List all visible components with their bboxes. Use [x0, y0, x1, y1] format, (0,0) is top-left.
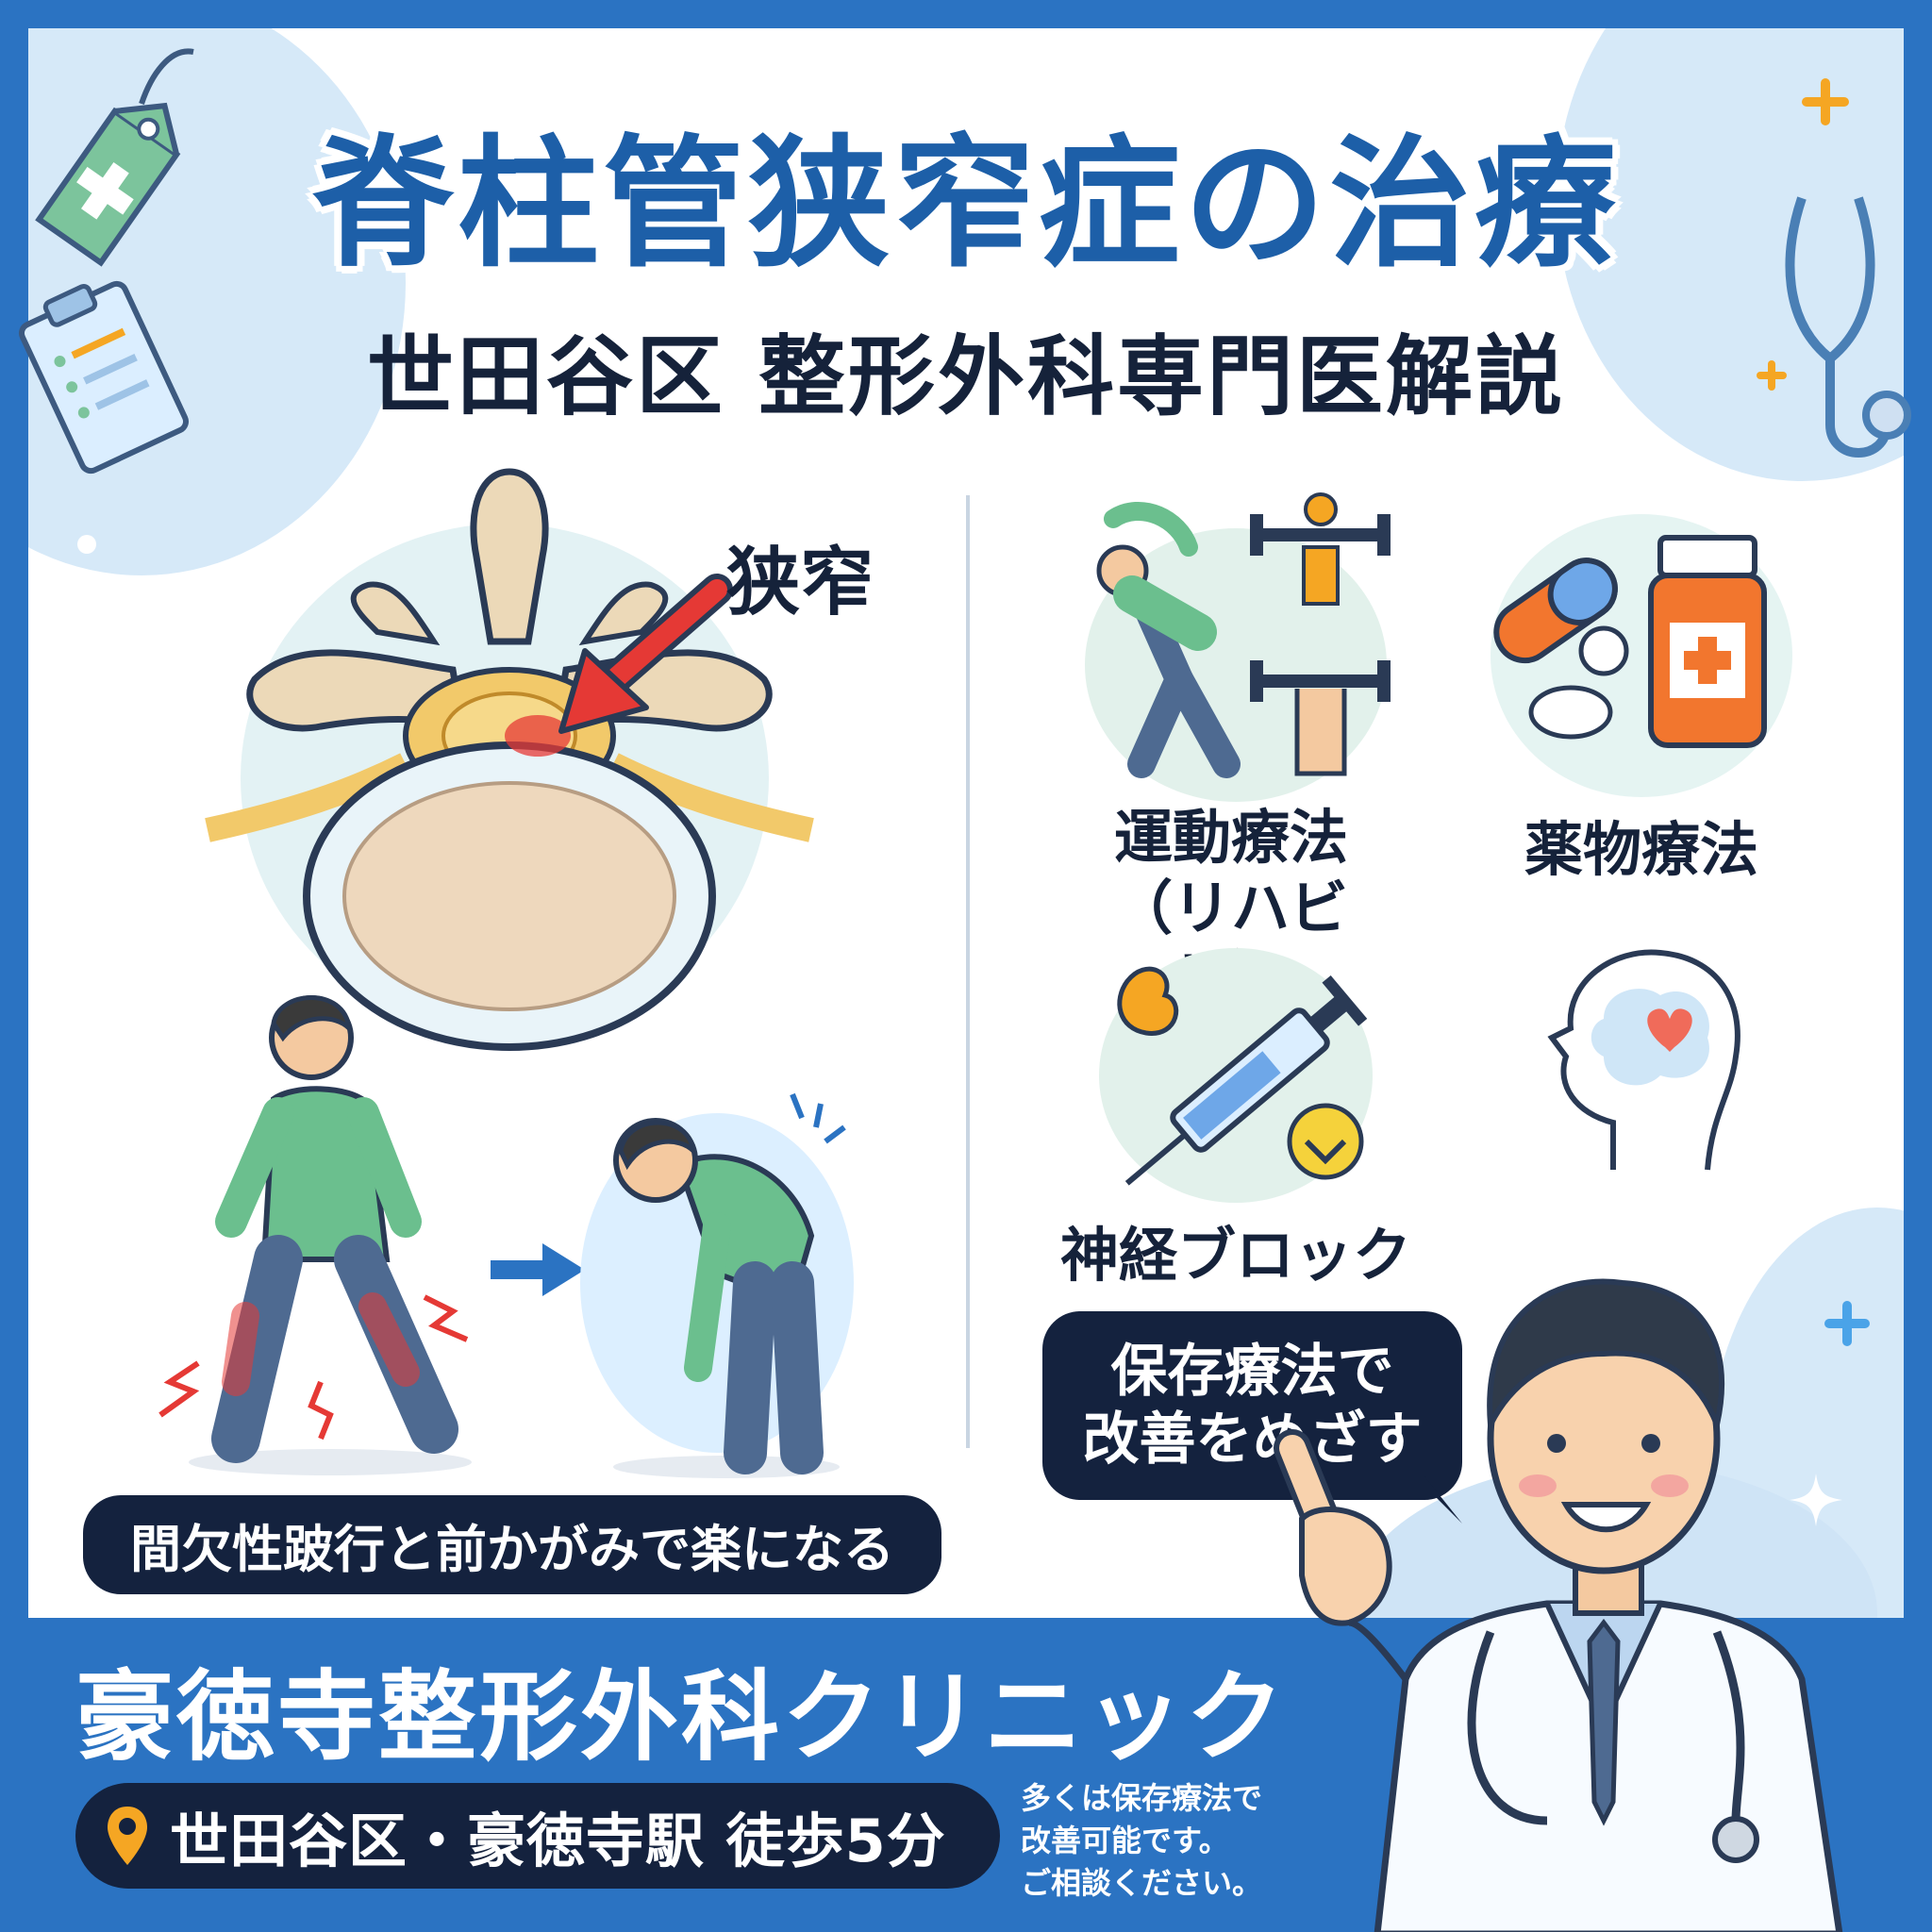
bending-person-illustration [613, 1092, 846, 1478]
brain-heart-icon [1547, 949, 1740, 1171]
exercise-icon [1096, 492, 1391, 778]
doctor-illustration [1274, 1278, 1843, 1932]
footer-note-line-2: 改善可能です。 [1021, 1823, 1229, 1858]
address-pill: 世田谷区・豪徳寺駅 徒歩5分 [75, 1783, 1000, 1889]
column-divider [966, 495, 970, 1448]
location-pin-icon [108, 1807, 147, 1865]
speech-line-1: 保存療法で [1110, 1339, 1394, 1405]
speech-bubble-tail [1406, 1467, 1462, 1524]
pill-bottle-icon [1493, 535, 1767, 748]
plus-icon-blue [1824, 1301, 1870, 1346]
dumbbell-icon [1250, 492, 1391, 776]
capsule-icon [1493, 558, 1618, 664]
speech-bubble: 保存療法で 改善をめざす [1042, 1311, 1462, 1500]
stenosis-arrow [558, 574, 733, 734]
sparkle-icon [1790, 1474, 1842, 1526]
page-subtitle: 世田谷区 整形外科専門医解説 [366, 326, 1566, 427]
footer-note-line-3: ご相談ください。 [1021, 1865, 1263, 1901]
nerve-block-label: 神経ブロック [1059, 1221, 1411, 1290]
footer-note: 多くは保存療法で 改善可能です。 ご相談ください。 [1021, 1777, 1262, 1905]
speech-line-2: 改善をめざす [1082, 1407, 1423, 1473]
page-title: 脊柱管狭窄症の治療 [311, 123, 1620, 287]
dot-decor [77, 535, 96, 554]
drug-therapy-label: 薬物療法 [1524, 815, 1758, 884]
price-tag-icon [35, 48, 194, 267]
walking-person-illustration [158, 995, 472, 1475]
syringe-icon [1117, 966, 1368, 1186]
arrow-right-icon [491, 1243, 585, 1296]
address-text: 世田谷区・豪徳寺駅 徒歩5分 [170, 1807, 946, 1875]
left-caption: 間欠性跛行と前かがみで楽になる [83, 1495, 941, 1594]
clipboard-icon [18, 280, 190, 475]
stenosis-callout: 狭窄 [726, 541, 874, 625]
footer-note-line-1: 多くは保存療法で [1021, 1780, 1263, 1816]
clinic-name: 豪徳寺整形外科クリニック [75, 1659, 1288, 1774]
stethoscope-icon [1785, 196, 1911, 458]
plus-icon [1802, 78, 1849, 125]
plus-icon-small [1757, 360, 1787, 391]
vertebra-illustration [205, 468, 814, 1051]
exercise-therapy-title: 運動療法 [1113, 803, 1348, 872]
